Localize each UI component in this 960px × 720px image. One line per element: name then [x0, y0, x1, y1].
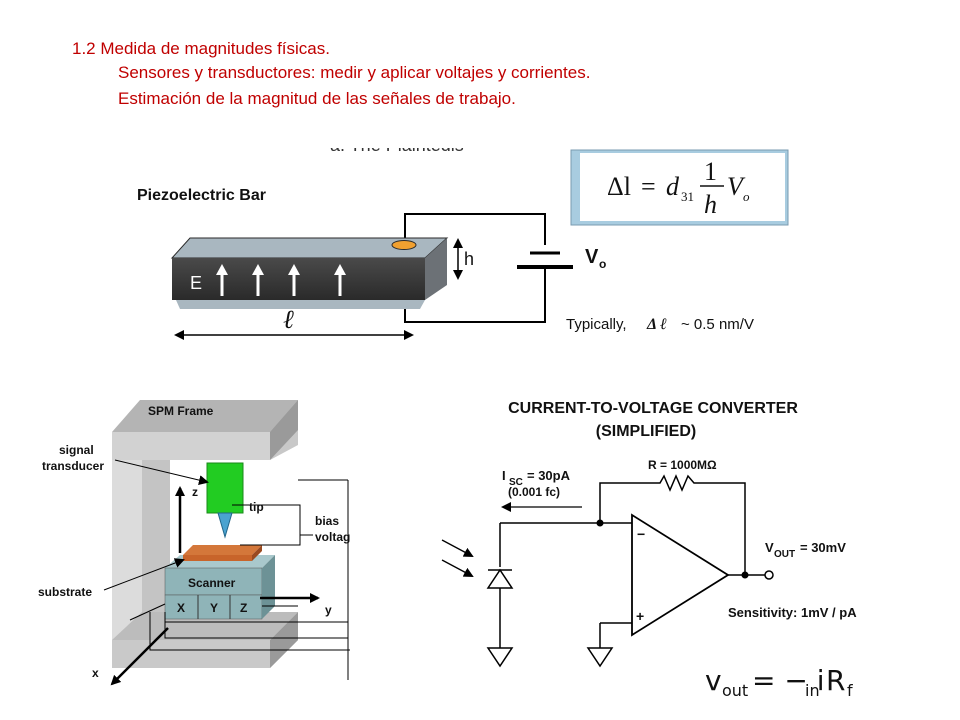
spm-diagram: SPM Frame Scanner X Y Z z y x [38, 400, 370, 686]
converter-title-1: CURRENT-TO-VOLTAGE CONVERTER [508, 400, 798, 417]
y-axis-label: y [325, 603, 332, 617]
field-label: E [190, 273, 202, 293]
formula-coef-sub: 31 [681, 189, 694, 204]
length-label: ℓ [283, 305, 294, 334]
ground-opamp [586, 647, 614, 668]
piezo-bar-title: Piezoelectric Bar [137, 187, 266, 204]
light-arrows [441, 539, 474, 577]
signal-label-1: signal [59, 443, 94, 457]
current-note: (0.001 fc) [508, 485, 560, 499]
vout-value: = 30mV [800, 540, 846, 555]
feedback-resistor [599, 474, 746, 575]
converter-title-2: (SIMPLIFIED) [596, 423, 696, 440]
slide-heading: 1.2 Medida de magnitudes físicas. [72, 39, 330, 58]
eq-r: R [826, 664, 845, 697]
eq-i-sub: in [805, 681, 820, 700]
resistor-label: R = 1000MΩ [648, 458, 717, 472]
piezo-formula-box: Δl = d 31 1 h V o [570, 149, 789, 226]
spm-frame-label: SPM Frame [148, 404, 214, 418]
output-terminal [764, 570, 774, 580]
electrode-dot [391, 240, 417, 250]
formula-var: V [727, 172, 746, 201]
scanner-label: Scanner [188, 576, 236, 590]
ground-diode [486, 647, 514, 668]
bias-label-1: bias [315, 514, 339, 528]
signal-label-2: transducer [42, 459, 104, 473]
eq-v: v [705, 664, 722, 697]
current-value: = 30pA [527, 468, 571, 483]
substrate-label: substrate [38, 585, 92, 599]
vout-subscript: OUT [774, 549, 795, 560]
field-arrows [216, 264, 346, 296]
formula-var-sub: o [743, 189, 750, 204]
typical-symbol: Δ ℓ [646, 316, 667, 333]
current-subscript: SC [509, 477, 523, 488]
formula-delta-l: Δl [607, 172, 631, 201]
eq-r-sub: f [847, 681, 853, 700]
opamp-triangle [631, 513, 730, 637]
typical-prefix: Typically, [566, 316, 627, 333]
eq-v-sub: out [722, 681, 748, 700]
slide-subheading-sensors: Sensores y transductores: medir y aplica… [118, 63, 591, 82]
typical-value: ~ 0.5 nm/V [681, 316, 754, 333]
sensitivity-label: Sensitivity: 1mV / pA [728, 605, 857, 620]
bias-label-2: voltage [315, 530, 357, 544]
tip-label: tip [249, 500, 264, 514]
height-label: h [464, 249, 474, 269]
formula-numerator: 1 [704, 157, 717, 186]
x-axis-label: x [92, 666, 99, 680]
scanner-axis-z: Z [240, 601, 247, 615]
photodiode [486, 568, 514, 589]
formula-coef: d [666, 172, 680, 201]
piezo-diagram: a. The Plaintedis Piezoelectric Bar Δl =… [137, 128, 789, 340]
scanner-axis-y: Y [210, 601, 218, 615]
piezo-bar: E [170, 237, 449, 309]
vout-label: V [765, 540, 774, 555]
substrate-sample [183, 555, 252, 561]
scanner-axis-x: X [177, 601, 185, 615]
slide-subheading-estimation: Estimación de la magnitud de las señales… [118, 89, 516, 108]
formula-denominator: h [704, 190, 717, 219]
formula-equals: = [641, 172, 656, 201]
current-label: I [502, 468, 506, 483]
opamp-plus: + [636, 608, 644, 624]
opamp-minus: − [637, 526, 645, 542]
voltage-label: V [585, 246, 599, 268]
voltage-subscript: o [599, 257, 606, 271]
transfer-equation: v out = − i in R f [705, 664, 853, 700]
eq-minus-i: = − i [752, 664, 825, 697]
iv-converter-diagram: CURRENT-TO-VOLTAGE CONVERTER (SIMPLIFIED… [441, 400, 857, 700]
probe-tip [217, 512, 233, 539]
z-axis-label: z [192, 485, 198, 499]
